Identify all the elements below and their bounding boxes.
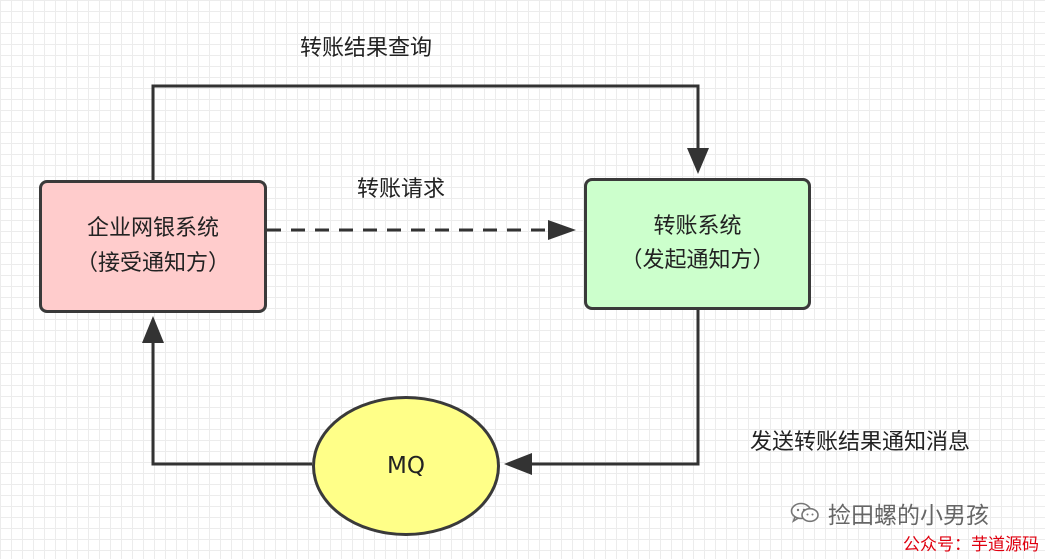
query-edge xyxy=(151,84,700,180)
notify-arrowhead xyxy=(504,453,532,475)
watermark-text: 捡田螺的小男孩 xyxy=(828,503,989,529)
query-edge-label: 转账结果查询 xyxy=(300,36,433,61)
deliver-arrowhead xyxy=(142,316,164,343)
transfer-system-title: 转账系统 xyxy=(653,213,742,239)
request-edge-label: 转账请求 xyxy=(357,177,446,202)
enterprise-bank-title: 企业网银系统 xyxy=(86,216,219,242)
transfer-system-node: 转账系统 （发起通知方） xyxy=(584,178,811,310)
watermark: 捡田螺的小男孩 xyxy=(790,496,989,530)
query-arrowhead xyxy=(687,148,709,174)
transfer-system-role: （发起通知方） xyxy=(620,248,775,273)
enterprise-bank-role: （接受通知方） xyxy=(75,250,230,276)
deliver-edge xyxy=(151,342,312,466)
mq-node: MQ xyxy=(312,396,500,536)
mq-label: MQ xyxy=(387,453,425,479)
footer-credit: 公众号：芋道源码 xyxy=(903,535,1039,555)
enterprise-bank-node: 企业网银系统 （接受通知方） xyxy=(39,180,267,313)
notify-edge-label: 发送转账结果通知消息 xyxy=(750,430,971,455)
request-arrowhead xyxy=(548,220,576,240)
notify-edge xyxy=(530,310,700,466)
wechat-icon xyxy=(790,502,819,523)
